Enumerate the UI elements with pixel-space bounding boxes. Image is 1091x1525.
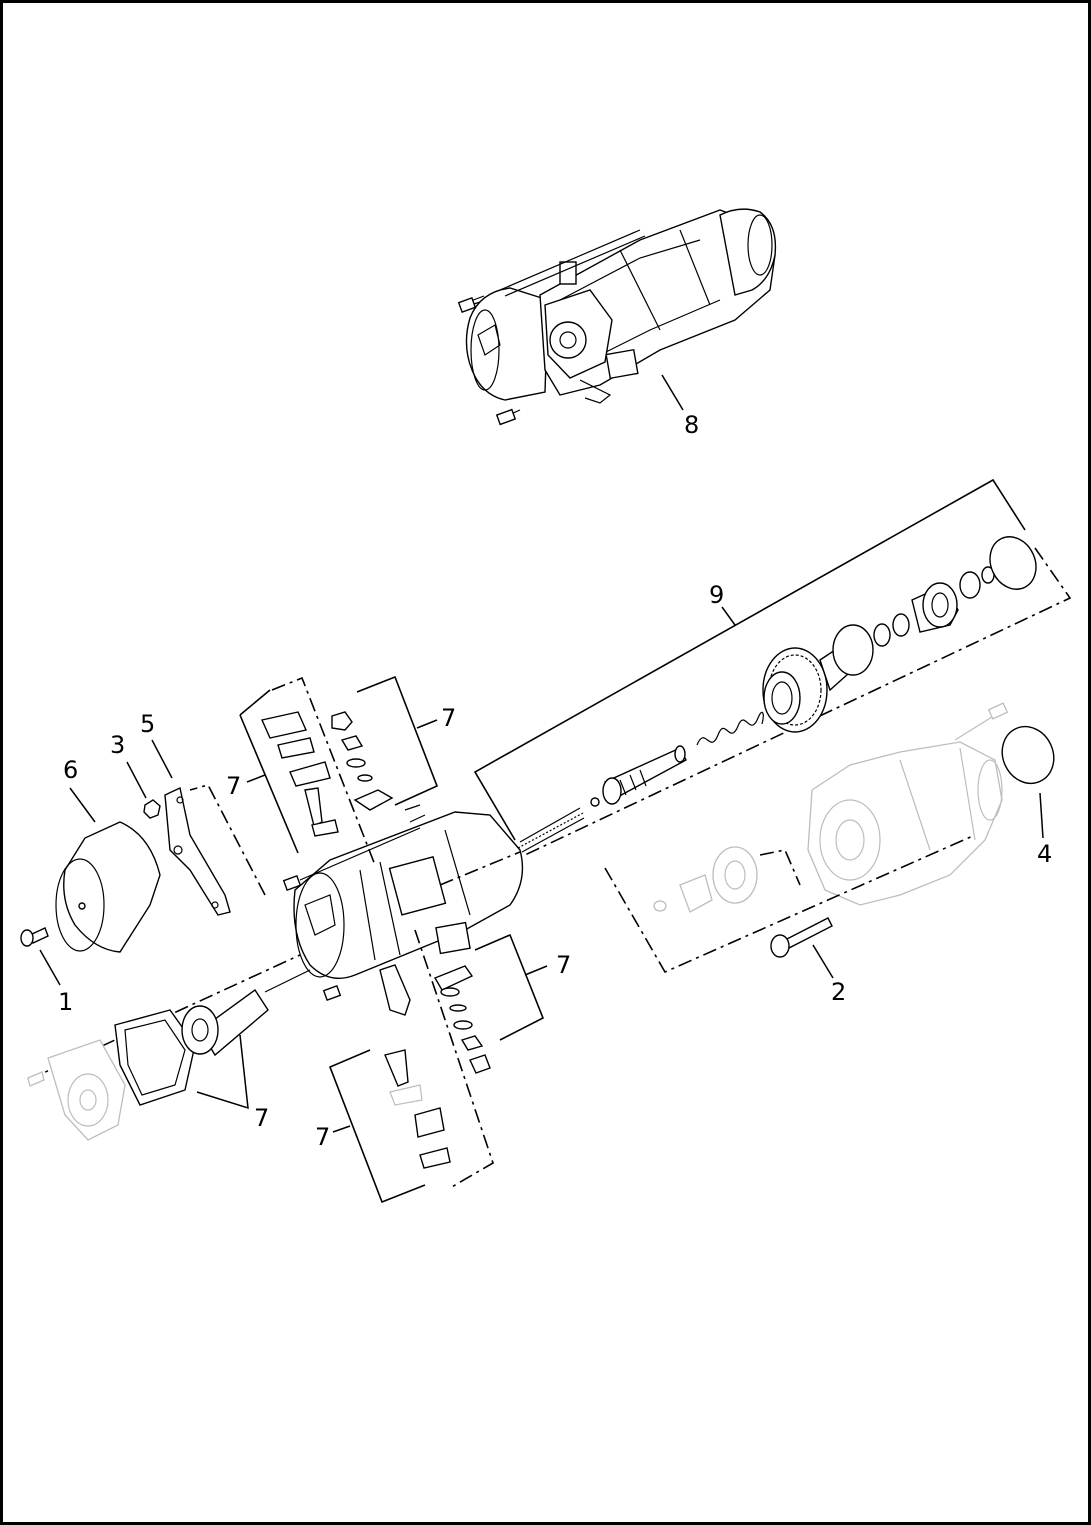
leader-7-upper-left bbox=[246, 774, 266, 783]
screw-part-1 bbox=[20, 927, 49, 947]
callout-3: 3 bbox=[110, 731, 125, 759]
gasket-and-plunger bbox=[114, 969, 311, 1106]
axis-dash-left bbox=[27, 954, 301, 1081]
callout-7-bottom: 7 bbox=[315, 1123, 330, 1151]
callout-4: 4 bbox=[1037, 840, 1052, 868]
leader-8 bbox=[661, 374, 684, 411]
leader-6 bbox=[69, 787, 96, 823]
leader-7-lower-left bbox=[196, 1034, 249, 1110]
ghost-gear-parts bbox=[653, 846, 758, 913]
contact-kit-bottom bbox=[328, 1049, 451, 1204]
bracket-part-5 bbox=[164, 786, 231, 916]
callout-5: 5 bbox=[140, 710, 155, 738]
leader-7-upper-right bbox=[416, 719, 438, 729]
ghost-gear-bracket bbox=[759, 849, 801, 886]
drive-components bbox=[517, 536, 1037, 853]
callout-7-upper-left: 7 bbox=[226, 772, 241, 800]
end-cover-part-6 bbox=[55, 821, 161, 953]
drive-assembly-bracket bbox=[473, 478, 1072, 856]
leader-3 bbox=[126, 761, 147, 799]
ghost-gear-bracket-lower bbox=[604, 834, 976, 974]
callout-6: 6 bbox=[63, 756, 78, 784]
leader-7-bottom bbox=[332, 1125, 351, 1133]
exploded-parts-diagram: 8 9 7 7 5 3 6 4 7 2 1 7 7 bbox=[20, 208, 1072, 1204]
assembled-starter-motor bbox=[457, 208, 777, 426]
leader-4 bbox=[1039, 792, 1044, 839]
contact-kit-upper-right bbox=[331, 675, 439, 811]
callout-7-lower-right: 7 bbox=[556, 951, 571, 979]
callout-7-upper-right: 7 bbox=[441, 704, 456, 732]
callout-2: 2 bbox=[831, 978, 846, 1006]
callout-8: 8 bbox=[684, 411, 699, 439]
callout-9: 9 bbox=[709, 581, 724, 609]
o-ring-part-4 bbox=[1001, 725, 1055, 785]
axis-dash-bracket bbox=[189, 784, 266, 896]
starter-motor-body bbox=[282, 804, 524, 1016]
leader-7-lower-right bbox=[524, 965, 548, 976]
ghost-end-cap bbox=[27, 1039, 126, 1141]
contact-kit-upper-left bbox=[239, 676, 376, 866]
contact-kit-lower-right bbox=[414, 929, 545, 1189]
bolt-part-2 bbox=[770, 917, 833, 958]
callout-1: 1 bbox=[58, 988, 73, 1016]
leader-5 bbox=[151, 739, 173, 779]
callout-7-lower-left: 7 bbox=[254, 1104, 269, 1132]
leader-2 bbox=[812, 944, 834, 979]
leader-1 bbox=[39, 949, 61, 986]
nut-part-3 bbox=[143, 799, 161, 819]
ghost-housing bbox=[807, 702, 1009, 906]
